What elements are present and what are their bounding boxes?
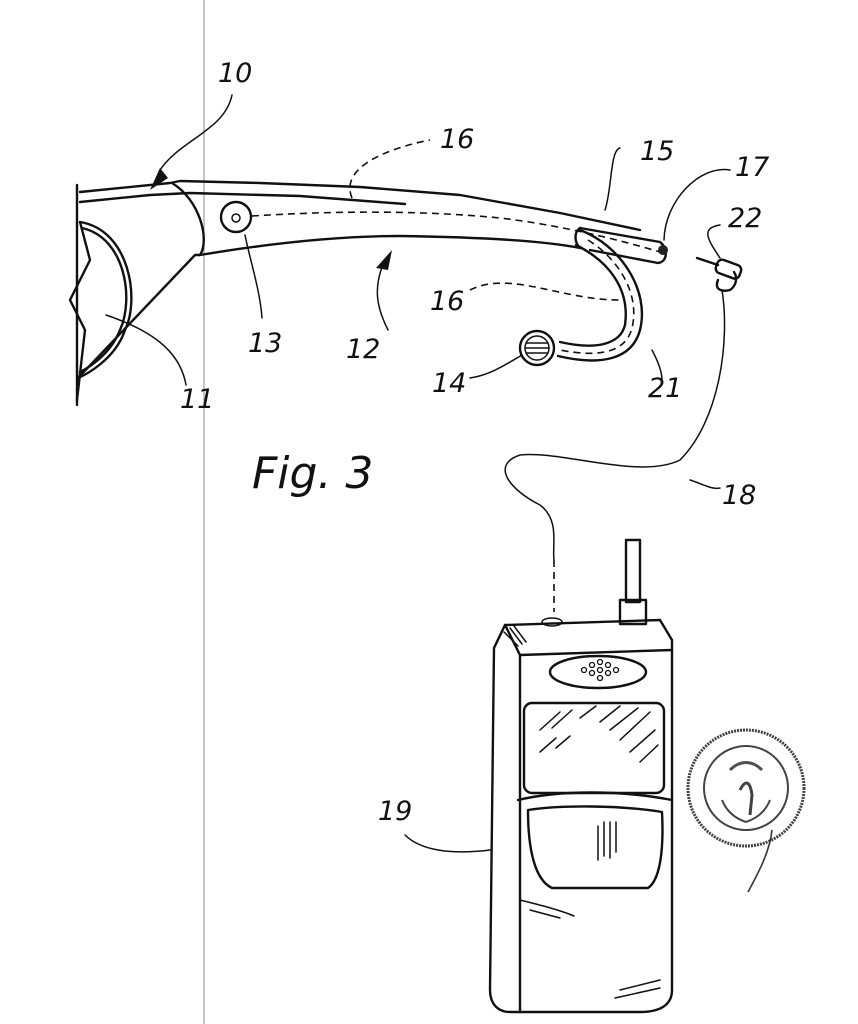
- official-stamp: [686, 728, 806, 893]
- label-13: 13: [248, 328, 282, 359]
- mobile-phone: [488, 538, 674, 1014]
- earpiece-speaker: [518, 329, 556, 367]
- jack-plug: [695, 256, 743, 292]
- cable: [504, 289, 726, 561]
- label-19: 19: [378, 796, 412, 827]
- label-22: 22: [728, 203, 762, 234]
- label-16-top: 16: [440, 124, 474, 155]
- temple-arm: [198, 226, 667, 265]
- label-12: 12: [346, 334, 380, 365]
- leader-lines: [105, 94, 731, 853]
- hinge-connector: [219, 200, 253, 234]
- label-10: 10: [218, 58, 252, 89]
- label-18: 18: [722, 480, 756, 511]
- label-17: 17: [735, 152, 769, 183]
- label-16-lower: 16: [430, 286, 464, 317]
- figure-title: Fig. 3: [252, 448, 373, 499]
- label-15: 15: [640, 136, 674, 167]
- glasses-front: [68, 179, 642, 407]
- ear-hook: [556, 226, 644, 362]
- label-14: 14: [432, 368, 466, 399]
- internal-wire: [251, 211, 661, 253]
- label-11: 11: [180, 384, 214, 415]
- label-21: 21: [648, 373, 682, 404]
- jack-socket: [658, 245, 668, 255]
